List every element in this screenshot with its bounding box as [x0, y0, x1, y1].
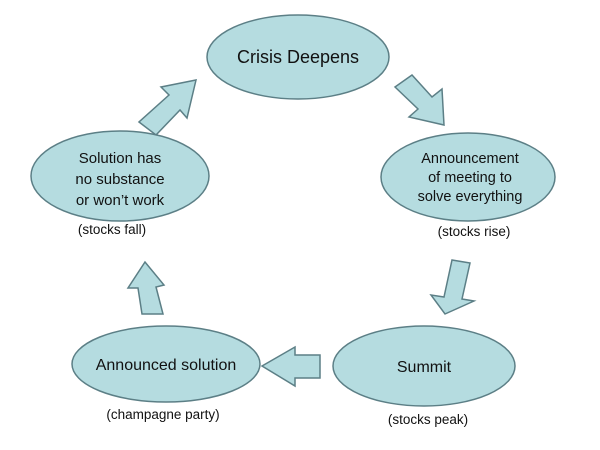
node-announcement: Announcement of meeting to solve everyth…	[380, 132, 556, 239]
node-announcement-caption: (stocks rise)	[438, 224, 511, 239]
node-no-substance-line-1: Solution has	[79, 150, 162, 167]
node-announced-solution: Announced solution (champagne party)	[71, 325, 261, 422]
node-no-substance-line-3: or won’t work	[76, 192, 165, 209]
node-no-substance-caption: (stocks fall)	[78, 222, 146, 237]
node-crisis-deepens: Crisis Deepens	[206, 14, 390, 100]
node-announced-solution-label: Announced solution	[96, 357, 237, 374]
arrow-summit-to-solution	[260, 345, 321, 388]
node-no-substance-line-2: no substance	[75, 171, 164, 188]
node-announcement-line-1: Announcement	[421, 151, 519, 167]
node-crisis-deepens-label: Crisis Deepens	[237, 47, 359, 67]
node-announcement-line-3: solve everything	[418, 189, 523, 205]
node-announcement-line-2: of meeting to	[428, 170, 512, 186]
arrow-crisis-to-announcement	[393, 74, 445, 126]
node-announced-solution-shape	[71, 325, 261, 403]
node-summit: Summit (stocks peak)	[332, 325, 516, 427]
node-summit-label: Summit	[397, 359, 452, 376]
node-no-substance: Solution has no substance or won’t work …	[30, 130, 210, 237]
node-announced-solution-caption: (champagne party)	[106, 407, 219, 422]
node-summit-caption: (stocks peak)	[388, 412, 468, 427]
node-summit-shape	[332, 325, 516, 407]
node-crisis-deepens-shape	[206, 14, 390, 100]
node-announcement-shape	[380, 132, 556, 222]
arrow-announcement-to-summit	[429, 259, 477, 315]
node-no-substance-shape	[30, 130, 210, 222]
arrow-no-substance-to-crisis	[137, 79, 197, 137]
arrow-solution-to-no-substance	[126, 260, 166, 315]
